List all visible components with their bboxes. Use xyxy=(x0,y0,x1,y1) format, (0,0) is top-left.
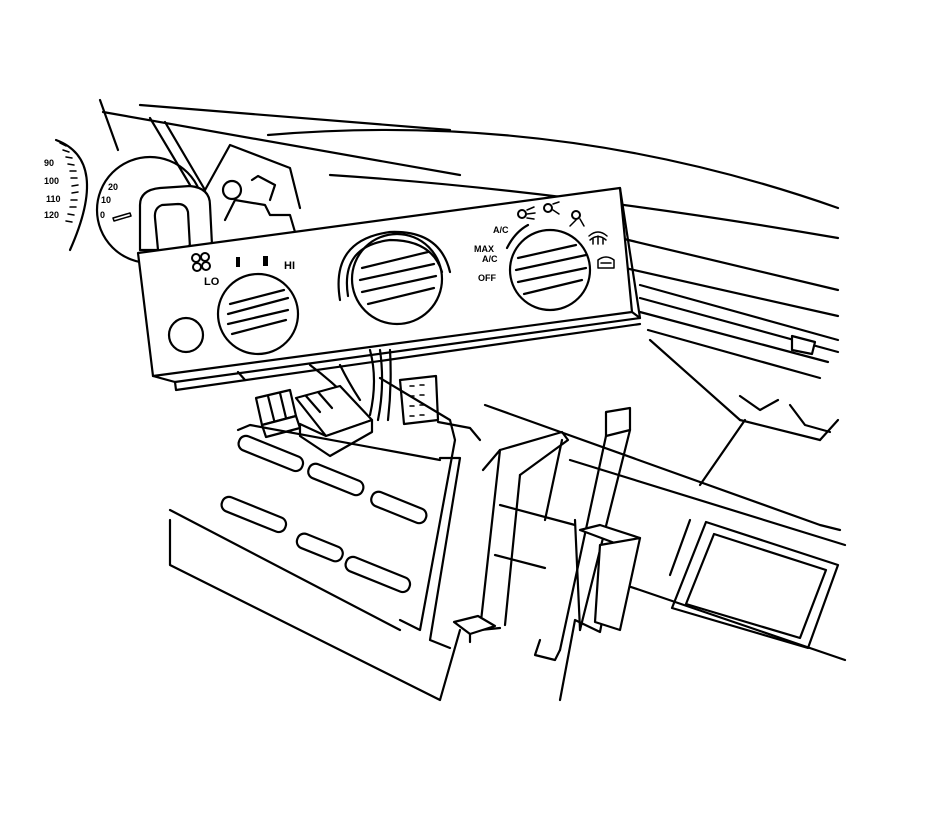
mode-max-ac-label: A/C xyxy=(482,254,498,264)
fan-speed-knob[interactable] xyxy=(216,272,300,356)
hvac-control-panel: LO HI A/C MAX A/C OFF xyxy=(136,186,642,392)
electrical-connector-left xyxy=(254,388,302,439)
mode-max-label: MAX xyxy=(474,244,494,254)
floor-icon xyxy=(569,210,585,227)
electrical-connector-grid xyxy=(398,374,440,426)
gauge-inner-label-20: 20 xyxy=(108,182,118,192)
mounting-bracket xyxy=(138,116,302,252)
rear-defog-button[interactable] xyxy=(167,316,205,354)
radio-opening xyxy=(670,520,840,650)
fan-high-label: HI xyxy=(284,260,295,272)
gauge-inner-label-0: 0 xyxy=(100,210,105,220)
fan-speed-mark-3 xyxy=(263,256,268,266)
mode-off-label: OFF xyxy=(478,273,496,283)
rear-defrost-icon xyxy=(597,256,615,269)
retaining-clip-top xyxy=(533,406,632,662)
fan-speed-mark-2 xyxy=(236,257,240,267)
mode-selector-knob[interactable] xyxy=(505,223,592,312)
speedometer-label-120: 120 xyxy=(44,210,59,220)
speedometer-label-110: 110 xyxy=(46,194,61,204)
fan-low-label: LO xyxy=(204,276,220,288)
retaining-clip-side xyxy=(452,523,642,644)
defrost-icon xyxy=(588,231,608,245)
vent-slots xyxy=(220,434,428,594)
mode-ac-label: A/C xyxy=(493,225,509,235)
gauge-inner-label-10: 10 xyxy=(101,195,111,205)
temperature-knob[interactable] xyxy=(337,230,452,326)
bilevel-icon xyxy=(543,201,560,215)
vent-icon xyxy=(517,206,536,220)
speedometer-label-90: 90 xyxy=(44,158,54,168)
electrical-connector-main xyxy=(294,384,374,458)
speedometer-label-100: 100 xyxy=(44,176,59,186)
fan-icon xyxy=(191,252,211,272)
